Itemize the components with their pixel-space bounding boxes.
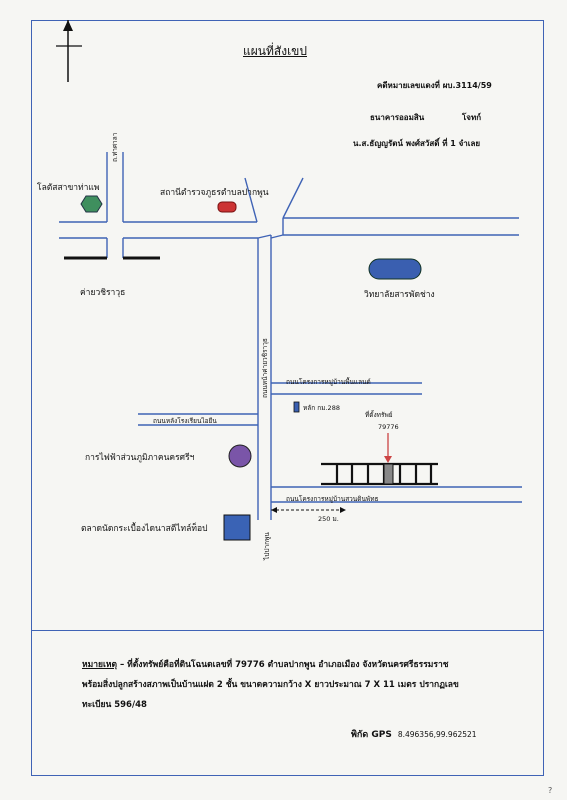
police-station-icon (217, 201, 237, 213)
label-road-left-side: ถนนหลังโรงเรียนไอยีน (153, 417, 217, 425)
kilometer-post-icon (293, 401, 300, 413)
label-road-1: ถนนโครงการหมู่บ้านพื้นแลนด์ (286, 378, 371, 386)
case-number: คดีหมายเลขแดงที่ ผบ.3114/59 (377, 81, 492, 90)
label-electricity: การไฟฟ้าส่วนภูมิภาคนครศรีฯ (85, 453, 195, 463)
subject-property-marker (383, 463, 394, 485)
page-border (31, 20, 544, 776)
remark-block: หมายเหตุ – ที่ตั้งทรัพย์คือที่ดินโฉนดเลข… (82, 655, 522, 715)
gps-label: พิกัด GPS (351, 730, 392, 740)
remark-line-3: ทะเบียน 596/48 (82, 700, 147, 710)
label-km-post: หลัก กม.288 (303, 404, 340, 412)
page-mark: ? (548, 786, 553, 795)
north-arrow-icon (56, 20, 82, 82)
note-divider (31, 630, 544, 631)
remark-line-1: – ที่ตั้งทรัพย์คือที่ดินโฉนดเลขที่ 79776… (119, 660, 449, 670)
roads (59, 152, 522, 520)
page-title: แผนที่สังเขป (243, 44, 307, 58)
label-property: ที่ตั้งทรัพย์ (365, 411, 393, 419)
distance-indicator (271, 507, 346, 513)
label-deed-number: 79776 (378, 423, 399, 431)
label-main-road: ถนนหน้าค่ายวชิราวุธ (261, 338, 269, 398)
gps-value: 8.496356,99.962521 (397, 730, 477, 739)
remark-heading: หมายเหตุ (82, 660, 117, 670)
label-police-station: สถานีตำรวจภูธรตำบลปากพูน (160, 188, 269, 198)
defendant-line: น.ส.ธัญญรัตน์ พงศ์สวัสดิ์ ที่ 1 จำเลย (353, 139, 481, 148)
gps-line: พิกัด GPS 8.496356,99.962521 (351, 727, 477, 741)
label-camp: ค่ายวชิราวุธ (80, 288, 126, 298)
label-hospital: โลตัสสาขาท่าแพ (37, 183, 100, 193)
label-road-bottom: ถนนโครงการหมู่บ้านสวนดินพัทธ (286, 495, 379, 503)
label-college: วิทยาลัยสารพัดช่าง (364, 290, 435, 300)
label-distance: 250 ม. (318, 515, 339, 523)
remark-line-2: พร้อมสิ่งปลูกสร้างสภาพเป็นบ้านแฝด 2 ชั้น… (82, 680, 459, 690)
hospital-hexagon-icon (80, 195, 103, 213)
label-road-south: ไปปากพูน (263, 532, 271, 560)
label-road-left: ถ.ท่าศาลา (111, 132, 119, 162)
electricity-authority-icon (228, 444, 252, 468)
plaintiff-role: โจทก์ (462, 113, 482, 122)
label-market: ตลาดนัดกระเบื้องไดนาสตีไทล์ท็อป (81, 524, 208, 534)
market-icon (223, 514, 251, 541)
college-icon (368, 258, 422, 280)
plaintiff-name: ธนาคารออมสิน (370, 113, 425, 122)
property-plots (321, 462, 438, 486)
